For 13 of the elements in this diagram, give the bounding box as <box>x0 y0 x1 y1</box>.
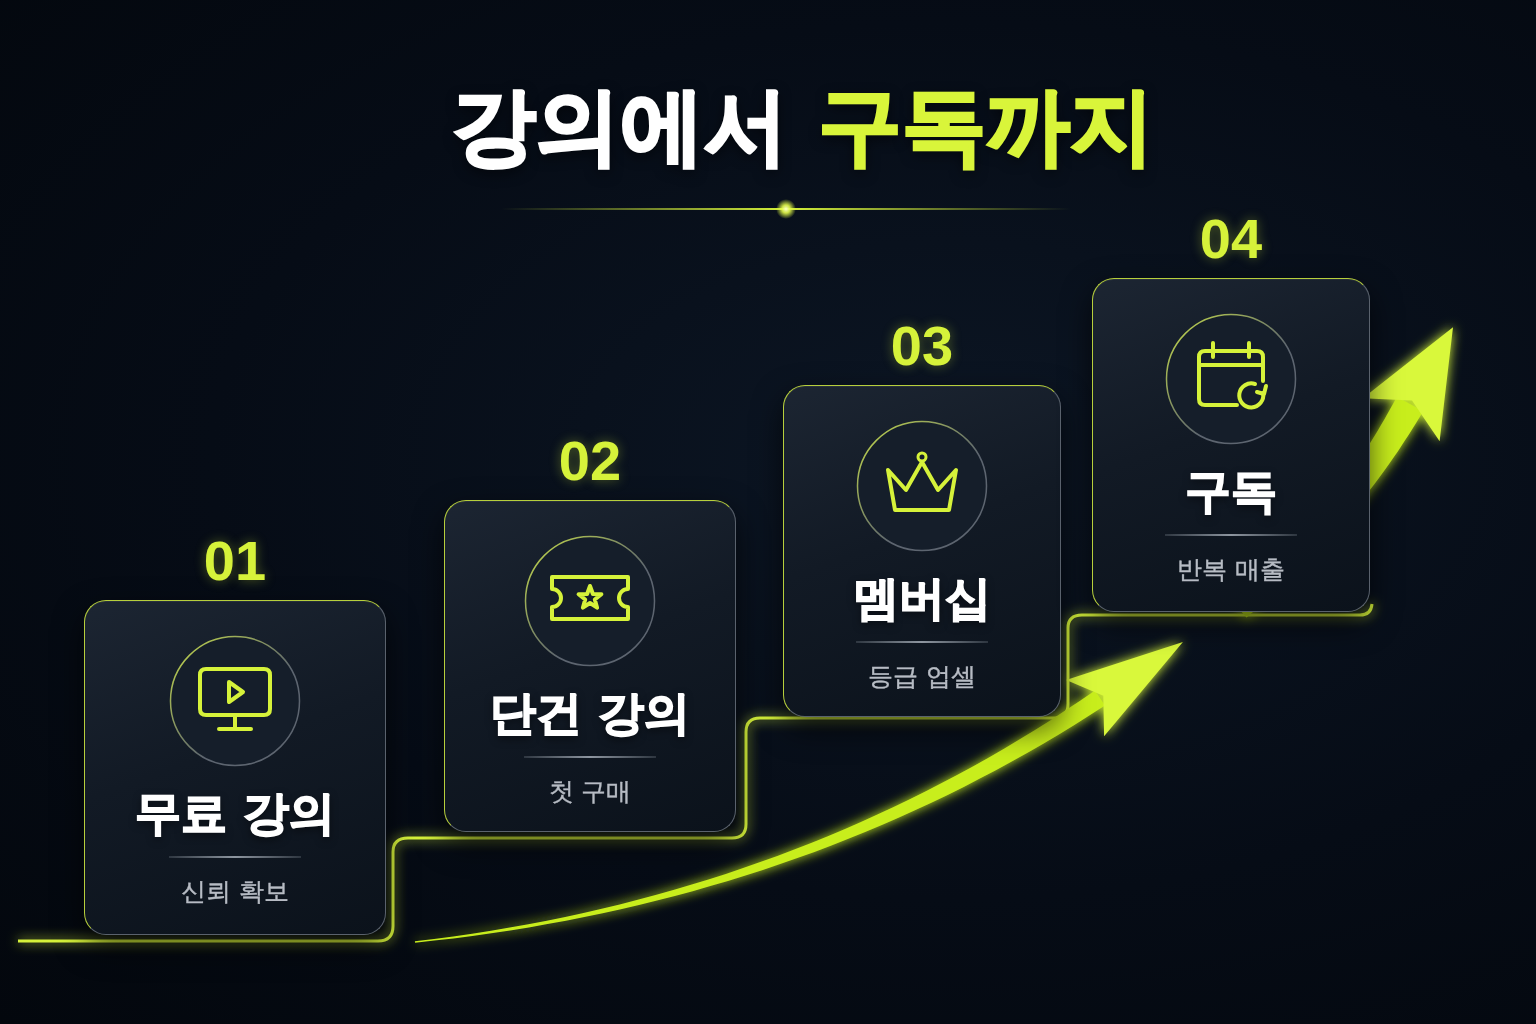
step-subtitle: 반복 매출 <box>1177 554 1285 586</box>
step-title: 단건 강의 <box>490 685 690 741</box>
step-title: 무료 강의 <box>135 785 335 841</box>
step-number: 03 <box>890 318 954 374</box>
step-number: 01 <box>203 533 267 589</box>
step-subtitle: 신뢰 확보 <box>181 876 289 908</box>
step-title: 멤버십 <box>853 570 991 626</box>
step-subtitle: 첫 구매 <box>548 776 632 808</box>
step-number: 02 <box>558 433 622 489</box>
step-subtitle: 등급 업셀 <box>868 661 976 693</box>
step-title: 구독 <box>1185 463 1277 519</box>
step-number: 04 <box>1199 211 1263 267</box>
title: 강의에서 구독까지 <box>452 76 1154 176</box>
